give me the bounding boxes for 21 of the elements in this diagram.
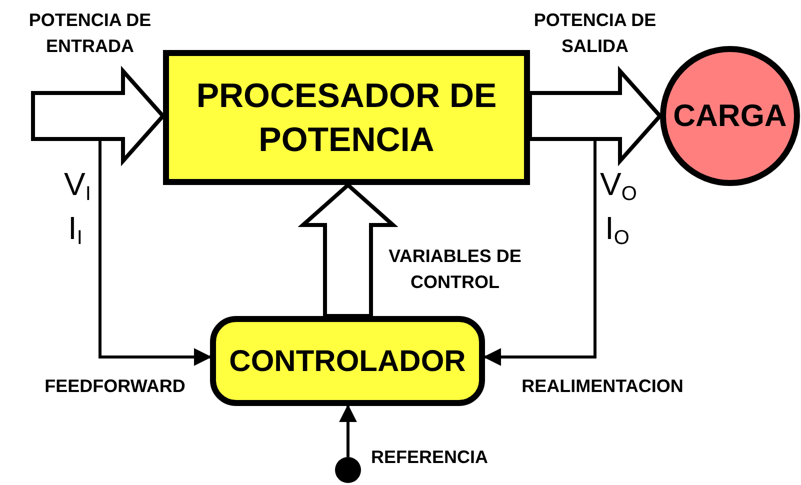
edge-label: POTENCIA DE ENTRADA	[28, 9, 152, 58]
arrow	[98, 138, 212, 366]
arrow	[339, 404, 357, 457]
signal-label: V$_{O}$	[600, 166, 637, 202]
edge-label: FEEDFORWARD	[44, 375, 186, 398]
controller-box	[210, 316, 485, 406]
block-arrow	[528, 66, 663, 166]
block-arrow	[298, 182, 398, 318]
signal-label: V$_{I}$	[64, 166, 91, 202]
node-label: PROCESADOR DE POTENCIA	[195, 76, 498, 160]
process-box	[163, 50, 530, 185]
node-label: CARGA	[673, 96, 787, 135]
edge-label: POTENCIA DE SALIDA	[532, 9, 658, 58]
block-arrow	[31, 66, 166, 166]
edge-label: VARIABLES DE CONTROL	[388, 245, 522, 294]
signal-label: I$_{O}$	[605, 210, 630, 246]
signal-label: I$_{I}$	[68, 210, 82, 246]
arrow	[483, 138, 596, 366]
node-caption: REFERENCIA	[371, 446, 488, 469]
node-label: CONTROLADOR	[229, 344, 466, 380]
edge-label: REALIMENTACION	[520, 375, 684, 398]
